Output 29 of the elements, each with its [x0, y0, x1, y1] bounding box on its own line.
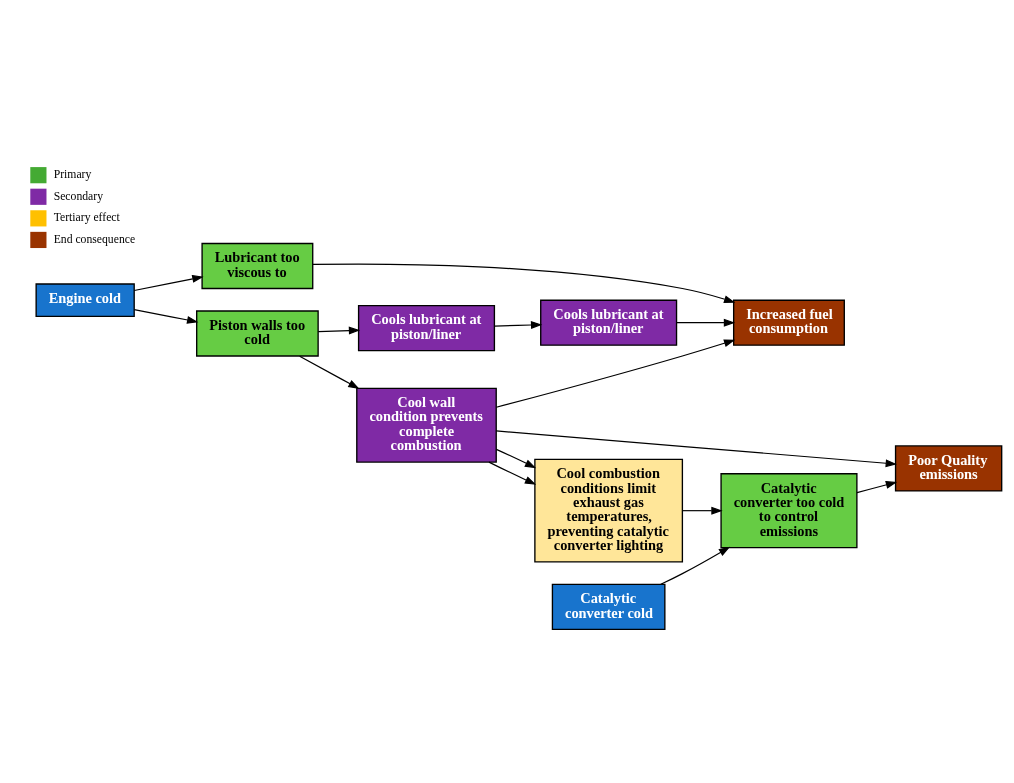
- arrow: [660, 546, 731, 585]
- arrow: [317, 326, 361, 335]
- arrow: [493, 321, 543, 329]
- legend-label: Secondary: [53, 189, 104, 203]
- arrow: [495, 448, 537, 469]
- arrow: [495, 339, 736, 408]
- node-box: Engine cold: [35, 283, 135, 318]
- arrow: [133, 274, 204, 292]
- node-box: Increased fuel consumption: [733, 299, 845, 346]
- arrow: [681, 506, 723, 515]
- node-box: Lubricant too viscous to: [201, 242, 314, 290]
- node-box: Catalytic converter too cold to control emissions: [720, 473, 858, 549]
- arrow: [495, 430, 897, 468]
- node-box: Poor Quality emissions: [894, 445, 1003, 492]
- node-box: Piston walls too cold: [196, 310, 319, 357]
- node-box: Catalytic converter cold: [551, 583, 666, 631]
- node-box: Cool combustion conditions limit exhaust gas temperatures, preventing catalytic converter lighting: [534, 458, 684, 563]
- arrow: [133, 309, 199, 324]
- arrow: [856, 481, 898, 494]
- legend-label: Tertiary effect: [53, 211, 120, 225]
- legend-label: End consequence: [53, 233, 136, 246]
- arrow: [299, 355, 360, 390]
- node-box: Cool wall condition prevents complete combustion: [356, 387, 497, 463]
- node-box: Cools lubricant at piston/liner: [540, 299, 678, 346]
- arrow: [488, 461, 537, 485]
- legend-label: Primary: [53, 168, 92, 182]
- arrow: [676, 318, 736, 327]
- node-box: Cools lubricant at piston/liner: [357, 304, 496, 352]
- arrow: [312, 263, 736, 303]
